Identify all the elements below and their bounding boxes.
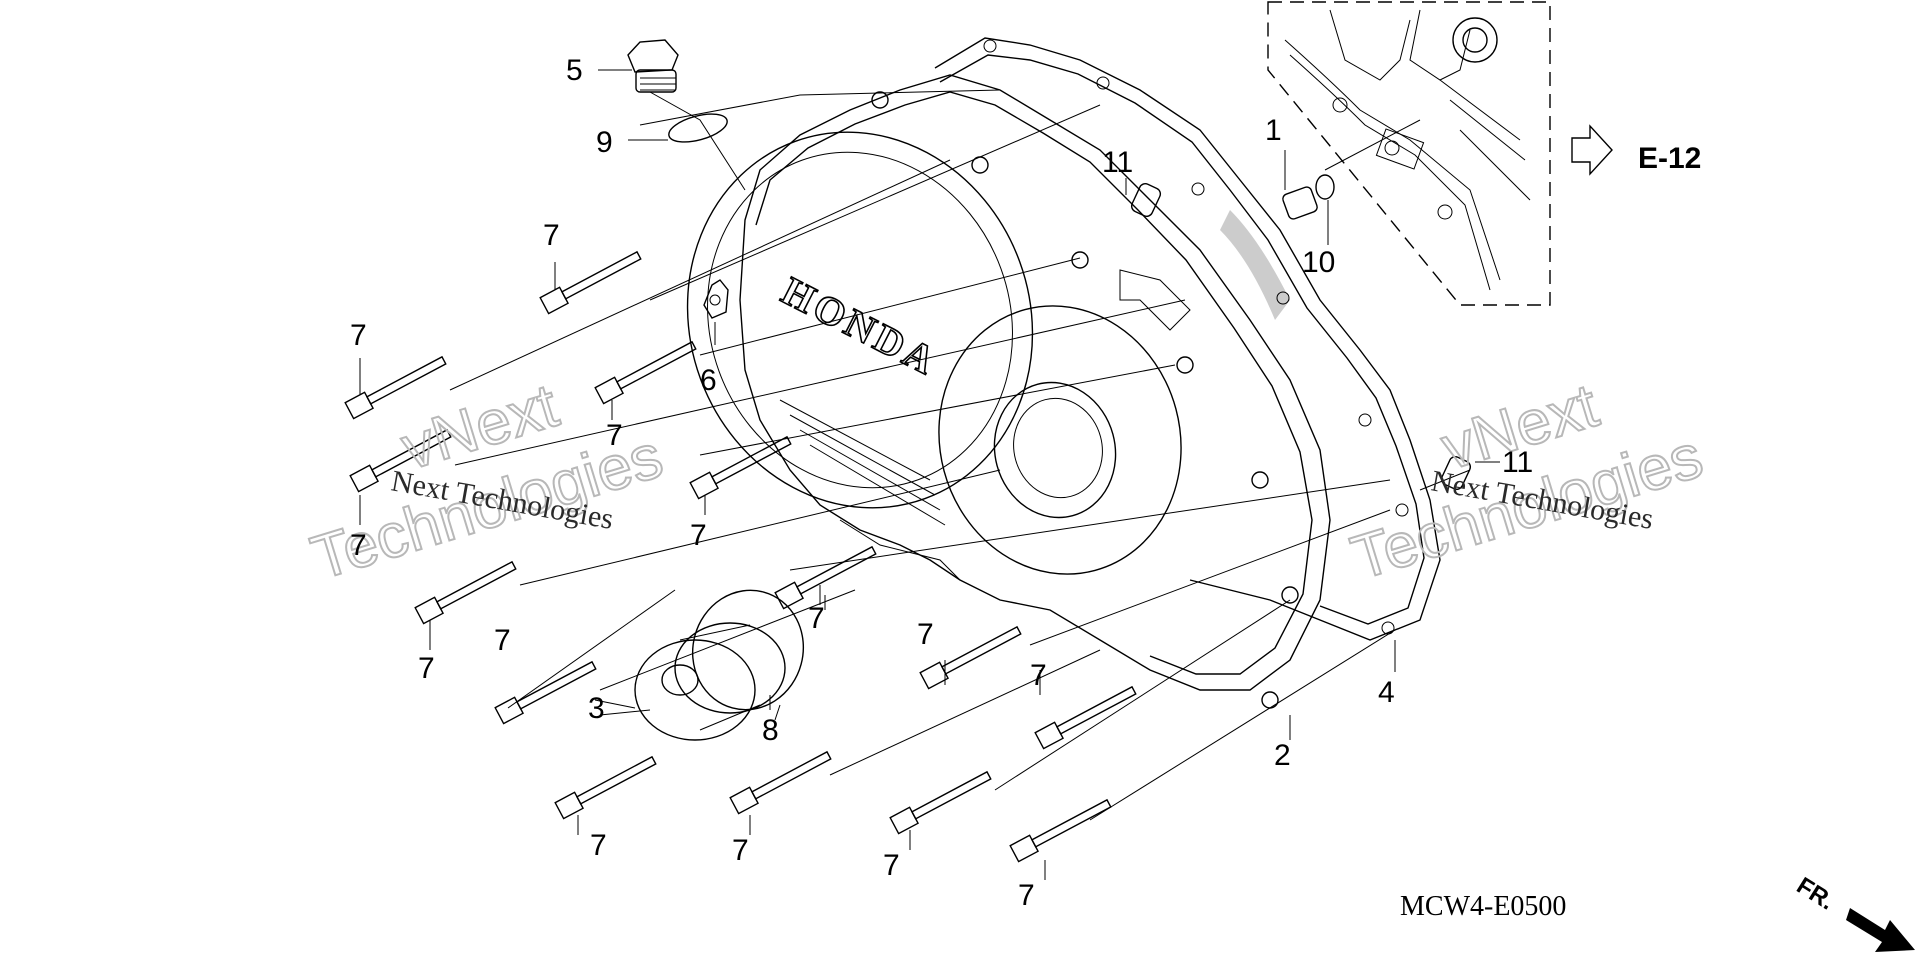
honda-logo: HONDA	[774, 267, 947, 385]
callout-7: 7	[1018, 879, 1035, 912]
front-direction-indicator: FR.	[1792, 872, 1915, 952]
oil-filler-cap	[627, 39, 679, 93]
callout-3: 3	[588, 692, 605, 725]
clip-6	[703, 279, 729, 319]
dowel-pin-11a	[1130, 183, 1162, 217]
callout-1: 1	[1265, 114, 1282, 147]
callout-7: 7	[883, 849, 900, 882]
direction-label: FR.	[1792, 872, 1839, 915]
callouts: 5 9 7 7 6 7 7 7 7 7 3 8 7 7 7 7 7 7 7 11…	[350, 54, 1533, 912]
callout-11: 11	[1502, 446, 1533, 479]
callout-9: 9	[596, 126, 613, 159]
plug-1	[1282, 186, 1318, 220]
o-ring-9	[668, 113, 728, 143]
callout-7: 7	[917, 618, 934, 651]
callout-7: 7	[543, 219, 560, 252]
callout-4: 4	[1378, 676, 1395, 709]
callout-7: 7	[494, 624, 511, 657]
callout-7: 7	[690, 519, 707, 552]
callout-8: 8	[762, 714, 779, 747]
assembly-lines	[449, 89, 1471, 821]
callout-7: 7	[1030, 659, 1047, 692]
callout-7: 7	[350, 529, 367, 562]
callout-7: 7	[732, 834, 749, 867]
leader-lines	[359, 69, 1500, 880]
callout-2: 2	[1274, 739, 1291, 772]
diagram-code: MCW4-E0500	[1400, 891, 1566, 922]
inset-detail	[1267, 1, 1551, 306]
callout-7: 7	[808, 602, 825, 635]
callout-11: 11	[1102, 146, 1133, 179]
bolts-7	[344, 250, 1137, 863]
brand-text: HONDA	[775, 268, 946, 385]
arrow-icon	[1846, 908, 1915, 952]
callout-10: 10	[1302, 246, 1335, 279]
o-ring-8	[691, 589, 805, 711]
callout-5: 5	[566, 54, 583, 87]
callout-7: 7	[418, 652, 435, 685]
reference-arrow: E-12	[1571, 124, 1701, 176]
callout-7: 7	[606, 419, 623, 452]
callout-6: 6	[700, 364, 717, 397]
clutch-cover-plug	[634, 622, 786, 741]
crankcase-cover	[686, 74, 1331, 709]
callout-7: 7	[350, 319, 367, 352]
dowel-pin-11b	[1440, 456, 1472, 490]
gasket	[934, 37, 1441, 641]
reference-label: E-12	[1638, 142, 1701, 175]
callout-7: 7	[590, 829, 607, 862]
washer-10	[1315, 174, 1335, 200]
